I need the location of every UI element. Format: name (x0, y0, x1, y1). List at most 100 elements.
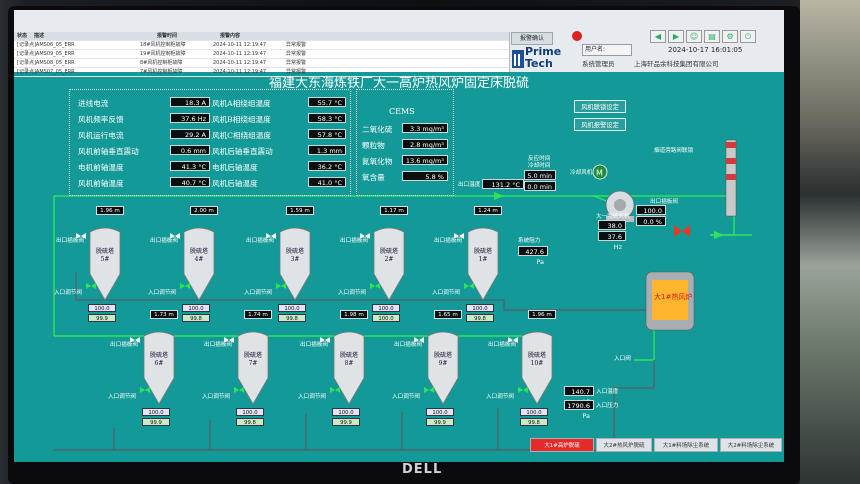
valve-feedback-percent: 99.8 (278, 314, 306, 322)
outlet-damper-valve[interactable] (320, 330, 330, 343)
tower-number: 2# (384, 256, 394, 263)
valve-setpoint-percent[interactable]: 100.0 (236, 408, 264, 416)
inlet-pressure-label: 入口压力 (596, 403, 619, 409)
alarm-cell: 18#风机控制柜故障 (140, 42, 186, 48)
fan-interlock-settings-button[interactable]: 风机联锁设定 (574, 100, 626, 113)
bypass-outlet-damper-label: 出口插板阀 (650, 199, 678, 205)
outlet-damper-label: 出口插板阀 (340, 238, 368, 244)
outlet-damper-label: 出口插板阀 (300, 342, 328, 348)
inlet-regulating-valve[interactable] (140, 380, 150, 393)
outlet-damper-valve[interactable] (508, 330, 518, 343)
tower-number: 6# (154, 360, 164, 367)
alarm-cell: [记录点]AMS09_05_ERR (17, 51, 75, 57)
inlet-valve-label: 入口调节阀 (486, 394, 514, 400)
inlet-regulating-valve[interactable] (464, 276, 474, 289)
bypass-pct2: 0.0 % (636, 216, 666, 226)
print-icon[interactable]: ▤ (704, 30, 720, 43)
user-button[interactable]: 用户名: (582, 44, 632, 56)
alarm-ack-button[interactable]: 报警确认 (511, 32, 553, 45)
valve-setpoint-percent[interactable]: 100.0 (142, 408, 170, 416)
valve-setpoint-percent[interactable]: 100.0 (182, 304, 210, 312)
outlet-damper-valve[interactable] (224, 330, 234, 343)
cems-param-value: 2.8 mg/m³ (402, 139, 448, 149)
inlet-regulating-valve[interactable] (234, 380, 244, 393)
inlet-regulating-valve[interactable] (276, 276, 286, 289)
outlet-damper-valve[interactable] (414, 330, 424, 343)
outlet-damper-label: 出口插板阀 (110, 342, 138, 348)
outlet-damper-valve[interactable] (266, 226, 276, 239)
fan-alarm-settings-button[interactable]: 风机报警设定 (574, 118, 626, 131)
inlet-regulating-valve[interactable] (424, 380, 434, 393)
outlet-damper-label: 出口插板阀 (488, 342, 516, 348)
system-resistance-label: 系统阻力 (518, 238, 541, 244)
valve-setpoint-percent[interactable]: 100.0 (88, 304, 116, 312)
valve-setpoint-percent[interactable]: 100.0 (520, 408, 548, 416)
inlet-regulating-valve[interactable] (370, 276, 380, 289)
tab-system-1[interactable]: 大1#高炉脱硫 (530, 438, 594, 452)
exit-icon[interactable]: ⏻ (740, 30, 756, 43)
valve-setpoint-percent[interactable]: 100.0 (466, 304, 494, 312)
inlet-regulating-valve[interactable] (180, 276, 190, 289)
stop-icon[interactable] (572, 31, 582, 41)
inlet-regulating-valve[interactable] (330, 380, 340, 393)
inlet-valve-label: 入口调节阀 (432, 290, 460, 296)
svg-text:M: M (596, 169, 603, 178)
outlet-temp-value: 131.2 °C (482, 179, 524, 189)
tab-system-3[interactable]: 大1#料场除尘系统 (654, 438, 718, 452)
inlet-regulating-valve[interactable] (86, 276, 96, 289)
cems-param-label: 二氧化硫 (362, 125, 393, 134)
fan-param-value: 36.2 °C (308, 161, 346, 171)
main-fan-freq: 38.0 Hz (598, 220, 626, 240)
user-icon[interactable]: ☺ (686, 30, 702, 43)
tower-level-value: 1.74 m (244, 310, 272, 319)
outlet-damper-valve[interactable] (454, 226, 464, 239)
valve-setpoint-percent[interactable]: 100.0 (332, 408, 360, 416)
bypass-pct: 100.0 % (636, 205, 666, 225)
valve-setpoint-percent[interactable]: 100.0 (426, 408, 454, 416)
alarm-cell: 7#风机控制柜故障 (140, 69, 183, 75)
tower-name: 脱硫塔 (473, 248, 492, 255)
valve-icon (518, 387, 528, 393)
settings-icon[interactable]: ⚙ (722, 30, 738, 43)
outlet-damper-valve[interactable] (170, 226, 180, 239)
tower-level-value: 2.00 m (190, 206, 218, 215)
back-icon[interactable]: ◀ (650, 30, 666, 43)
fan-param-label: 风机前轴垂直震动 (78, 147, 139, 156)
valve-feedback-percent: 99.9 (88, 314, 116, 322)
valve-icon (320, 337, 330, 343)
inlet-regulating-valve[interactable] (518, 380, 528, 393)
fan-param-label: 风机运行电流 (78, 131, 124, 140)
outlet-damper-valve[interactable] (360, 226, 370, 239)
background-wall (800, 0, 860, 484)
tower-name: 脱硫塔 (189, 248, 208, 255)
outlet-damper-valve[interactable] (130, 330, 140, 343)
fan-param-value: 29.2 A (170, 129, 210, 139)
tower-level-value: 1.59 m (286, 206, 314, 215)
valve-icon (140, 387, 150, 393)
valve-setpoint-percent[interactable]: 100.0 (278, 304, 306, 312)
tab-system-2[interactable]: 大2#热风炉脱硫 (596, 438, 652, 452)
forward-icon[interactable]: ▶ (668, 30, 684, 43)
system-admin-label[interactable]: 系统管理员 (582, 60, 615, 68)
datetime: 2024-10-17 16:01:05 (668, 46, 743, 54)
valve-setpoint-percent[interactable]: 100.0 (372, 304, 400, 312)
tower-name: 脱硫塔 (433, 352, 452, 359)
outlet-damper-valve[interactable] (76, 226, 86, 239)
tower-number: 1# (478, 256, 488, 263)
tab-system-4[interactable]: 大2#料场除尘系统 (720, 438, 782, 452)
